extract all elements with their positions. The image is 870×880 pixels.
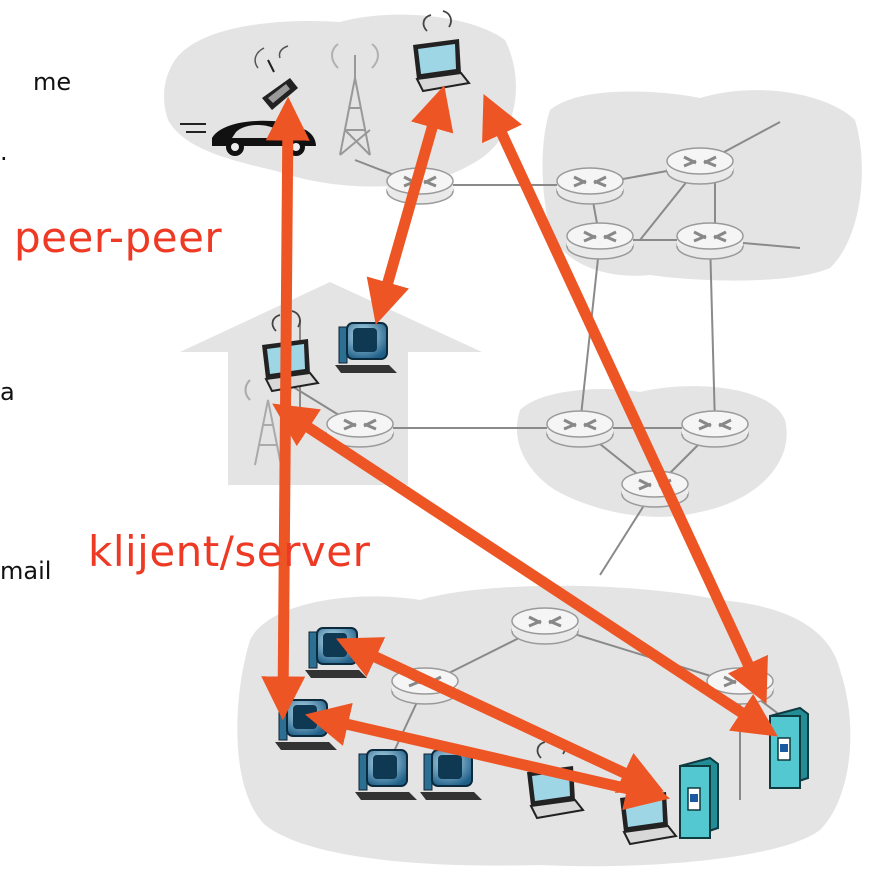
router-icon	[546, 410, 614, 448]
client-server-label: klijent/server	[88, 527, 371, 576]
cut-text-line-1: me	[33, 68, 72, 96]
arrow-pc-to-server-2	[304, 702, 671, 811]
router-icon	[566, 222, 634, 260]
router-icon	[511, 607, 579, 645]
router-icon	[556, 167, 624, 205]
arrow-phone-to-client	[261, 96, 310, 721]
desktop-computer-icon	[335, 322, 397, 373]
router-icon	[666, 147, 734, 185]
server-icon	[679, 756, 719, 840]
router-icon	[681, 410, 749, 448]
desktop-computer-icon	[355, 749, 417, 800]
router-icon	[676, 222, 744, 260]
arrow-laptop-to-home-pc	[366, 85, 454, 325]
cell-tower-icon	[331, 43, 379, 156]
communication-arrows	[261, 85, 778, 811]
peer-peer-label: peer-peer	[14, 213, 223, 262]
cut-text-line-4: mail	[0, 557, 52, 585]
cut-text-line-3: a	[0, 378, 15, 406]
arrow-home-to-server	[272, 403, 778, 737]
home-network	[180, 282, 482, 485]
server-icon	[769, 706, 809, 790]
cut-text-line-2: .	[0, 138, 8, 166]
mobile-network-cloud	[164, 14, 516, 187]
